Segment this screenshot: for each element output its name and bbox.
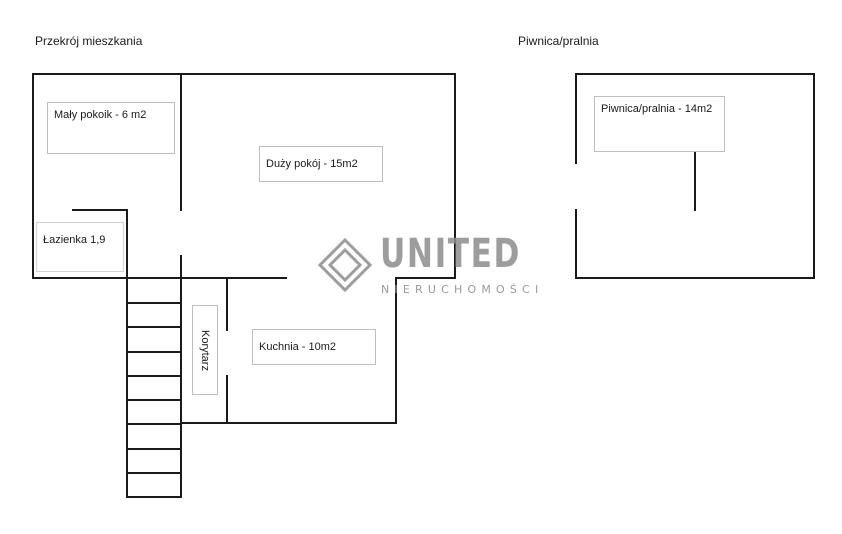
watermark-subtitle: NIERUCHOMOŚCI [381,283,544,296]
corridor-label: Korytarz [192,305,218,395]
large-room-label: Duży pokój - 15m2 [259,146,383,182]
apartment-heading: Przekrój mieszkania [35,34,143,48]
watermark-logo-icon [317,237,373,293]
small-room-label: Mały pokoik - 6 m2 [47,102,175,154]
basement-room-label: Piwnica/pralnia - 14m2 [594,96,725,152]
basement-heading: Piwnica/pralnia [518,34,599,48]
watermark-brand: UNITED [380,231,521,277]
kitchen-label: Kuchnia - 10m2 [252,329,376,365]
bathroom-label: Łazienka 1,9 [36,222,124,272]
